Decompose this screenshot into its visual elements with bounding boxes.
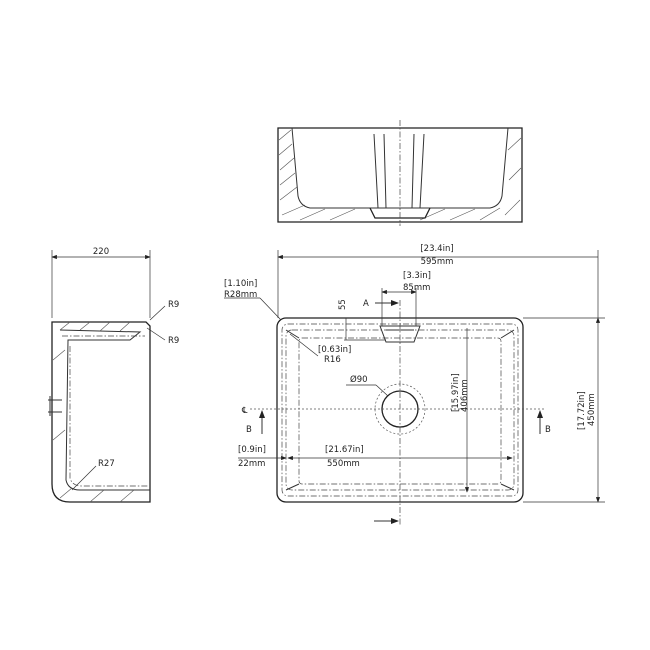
rim-mm: 22mm	[238, 459, 265, 469]
side-width-label: 220	[93, 247, 109, 257]
side-radius-top-1: R9	[168, 300, 179, 310]
inner-width-in: [21.67in]	[325, 445, 364, 455]
outer-length-in: [17.72in]	[577, 391, 587, 430]
inner-length-mm: 406mm	[460, 379, 470, 412]
overflow-depth: 55	[338, 299, 348, 310]
outer-radius-in: [1.10in]	[224, 279, 257, 289]
centerline-symbol: ℄	[241, 406, 248, 416]
width-mm-label: 595mm	[421, 257, 454, 267]
side-radius-bottom: R27	[98, 459, 115, 469]
rim-in: [0.9in]	[238, 445, 266, 455]
side-radius-top-2: R9	[168, 336, 179, 346]
section-view-side: 220 R9 R9 R27	[48, 247, 179, 503]
waste-diameter: Ø90	[350, 374, 368, 385]
inner-radius-mm: R16	[324, 355, 341, 365]
section-view-front	[277, 120, 523, 226]
width-in-label: [23.4in]	[420, 244, 453, 254]
overflow-width-in: [3.3in]	[403, 271, 431, 281]
outer-length-mm: 450mm	[587, 393, 597, 426]
inner-length-in: [15.97in]	[451, 373, 461, 412]
outer-radius-mm: R28mm	[224, 290, 257, 300]
section-b-right: B	[545, 425, 551, 435]
overflow-width-mm: 85mm	[403, 283, 430, 293]
section-b-left: B	[246, 425, 252, 435]
inner-radius-in: [0.63in]	[318, 345, 351, 355]
plan-view: [23.4in] 595mm [1.10in] R28mm [3.3in] 85…	[224, 244, 605, 525]
inner-width-mm: 550mm	[327, 459, 360, 469]
section-a-label: A	[363, 299, 369, 309]
